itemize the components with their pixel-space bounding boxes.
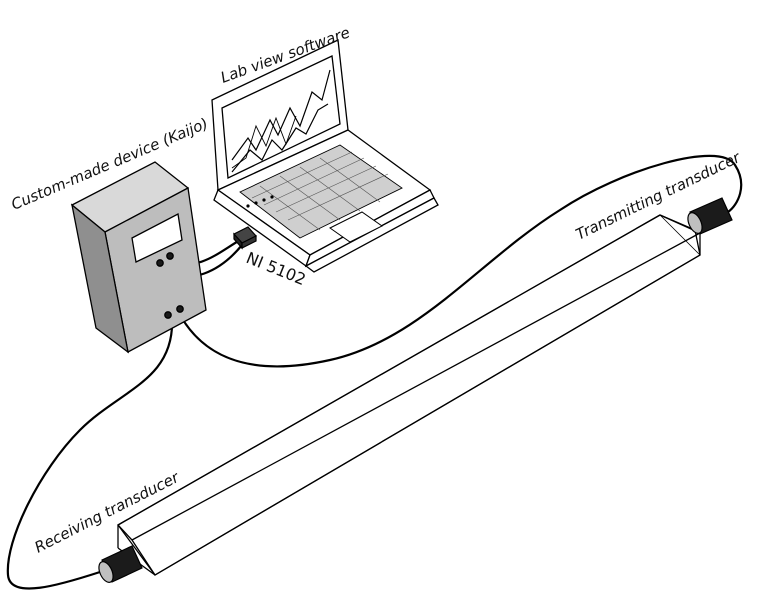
laptop-icon — [211, 39, 439, 273]
device-box-icon — [70, 161, 207, 354]
transmitting-transducer-icon — [687, 197, 733, 235]
daq-card-icon — [233, 226, 257, 250]
waveguide-bar — [117, 214, 701, 576]
receiving-transducer-icon — [98, 545, 143, 583]
